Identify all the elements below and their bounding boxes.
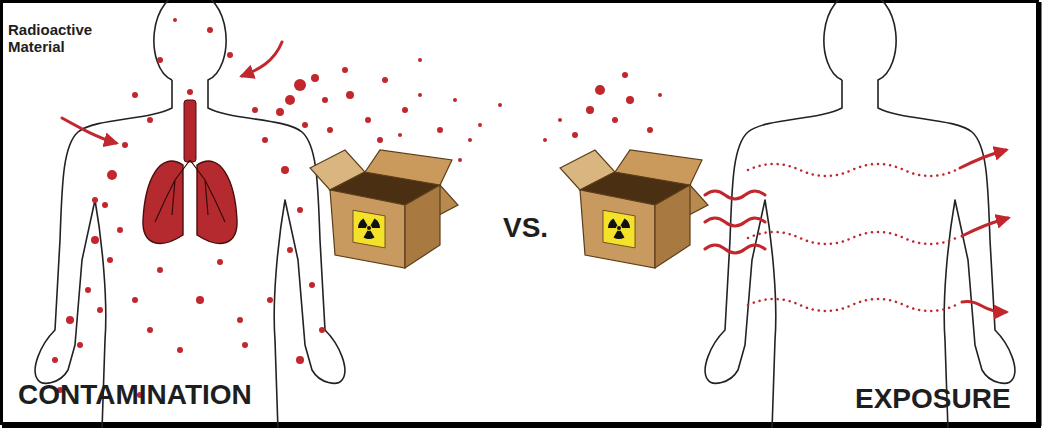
lungs bbox=[143, 100, 237, 243]
human-outline bbox=[35, 0, 345, 428]
radioactive-box bbox=[560, 150, 708, 268]
section-title: EXPOSURE bbox=[855, 384, 1011, 415]
radiation-wave bbox=[705, 191, 765, 253]
exit-arrow bbox=[960, 150, 1008, 312]
section-title: CONTAMINATION bbox=[18, 380, 252, 411]
radioactive-particles bbox=[52, 18, 662, 398]
radiation-path bbox=[748, 164, 956, 311]
human-outline bbox=[705, 0, 1015, 428]
pointer-arrow bbox=[62, 42, 282, 143]
callout-label: Radioactive Material bbox=[8, 22, 100, 55]
versus-label: VS. bbox=[503, 213, 548, 244]
radioactive-box bbox=[310, 150, 458, 268]
